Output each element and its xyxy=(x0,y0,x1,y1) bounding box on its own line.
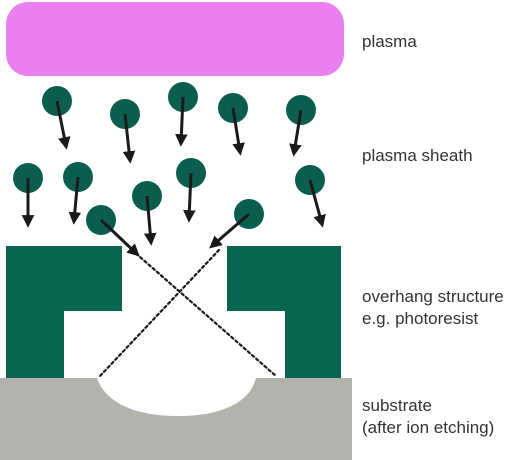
ion-1 xyxy=(42,86,72,150)
ion-direction-arrow xyxy=(183,172,196,223)
plasma-label: plasma xyxy=(362,32,417,51)
ion-direction-arrow xyxy=(209,212,250,249)
ion-direction-arrow xyxy=(308,179,326,228)
overhang-structure-left xyxy=(6,246,122,378)
ion-9 xyxy=(176,158,206,223)
ion-2 xyxy=(110,99,140,164)
ion-10 xyxy=(295,165,326,228)
ion-trajectory-right xyxy=(98,248,221,378)
ion-12 xyxy=(209,199,264,249)
overhang-structure-label: overhang structure xyxy=(362,287,504,306)
ion-direction-arrow xyxy=(99,218,140,257)
ion-8 xyxy=(132,181,162,246)
plasma-sheath-label: plasma sheath xyxy=(362,146,473,165)
overhang-structure-right xyxy=(227,246,341,378)
ion-3 xyxy=(168,82,198,147)
ion-direction-arrow xyxy=(231,107,245,156)
ion-direction-arrow xyxy=(289,109,303,157)
ions xyxy=(13,82,326,257)
after-ion-etching-label: (after ion etching) xyxy=(362,418,495,437)
ion-trajectory-left xyxy=(130,248,278,378)
ion-direction-arrow xyxy=(143,195,157,246)
ion-11 xyxy=(86,205,140,257)
ion-4 xyxy=(218,93,248,156)
plasma-region xyxy=(6,2,344,76)
ion-direction-arrow xyxy=(175,96,188,147)
photoresist-label: e.g. photoresist xyxy=(362,309,479,328)
ion-5 xyxy=(286,95,316,157)
etched-cavity xyxy=(97,378,256,416)
substrate-label: substrate xyxy=(362,396,432,415)
ion-7 xyxy=(63,162,93,225)
ion-direction-arrow xyxy=(122,113,136,164)
ion-direction-arrow xyxy=(55,100,71,150)
ion-direction-arrow xyxy=(68,176,82,225)
ion-6 xyxy=(13,163,43,228)
